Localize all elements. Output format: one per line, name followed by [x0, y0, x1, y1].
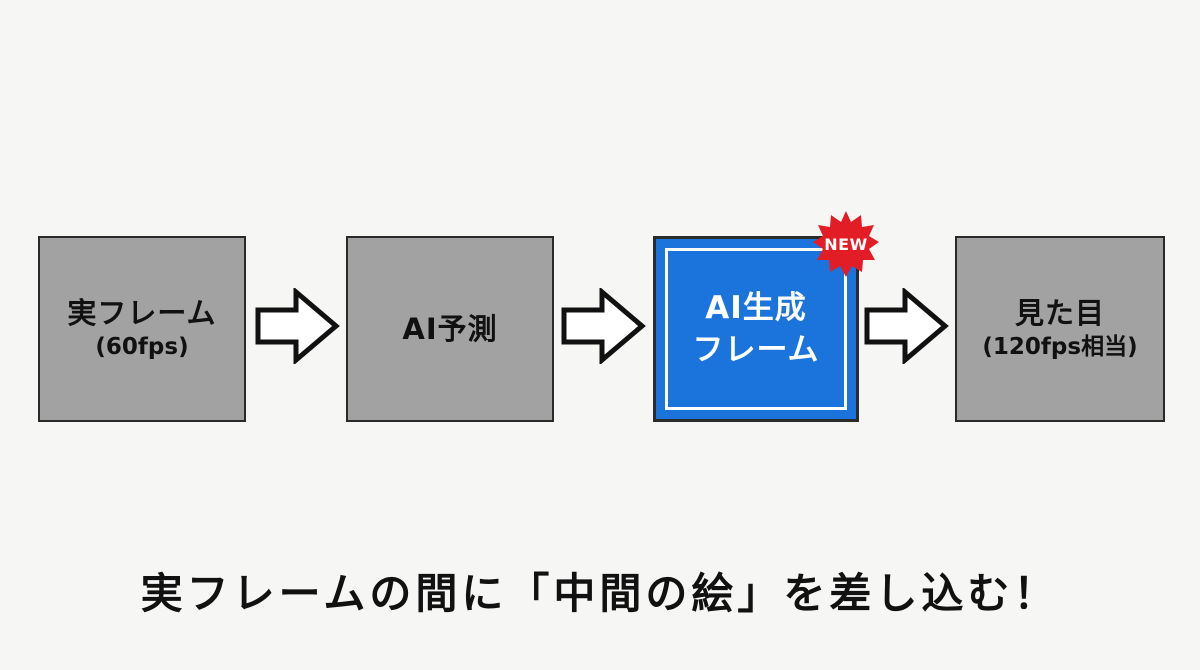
box-ai-generated-frame: AI生成 フレーム [653, 236, 859, 422]
caption: 実フレームの間に「中間の絵」を差し込む！ [140, 569, 1060, 618]
box-perceived: 見た目 (120fps相当) [955, 236, 1165, 422]
box-ai-prediction: AI予測 [346, 236, 554, 422]
box-real-frame-title: 実フレーム [67, 296, 217, 330]
box-ai-generated-title: AI生成 [705, 290, 807, 326]
box-ai-prediction-title: AI予測 [402, 312, 498, 346]
box-real-frame: 実フレーム (60fps) [38, 236, 246, 422]
box-inner-border [665, 248, 847, 410]
right-arrow-icon [561, 288, 646, 364]
box-perceived-sub: (120fps相当) [982, 334, 1138, 360]
right-arrow-icon [864, 288, 949, 364]
right-arrow-icon [255, 288, 340, 364]
new-badge-label: NEW [824, 234, 868, 254]
box-perceived-title: 見た目 [1014, 296, 1105, 330]
box-ai-generated-sub: フレーム [692, 332, 820, 368]
new-burst-badge-icon [813, 211, 879, 277]
box-real-frame-sub: (60fps) [95, 334, 189, 360]
